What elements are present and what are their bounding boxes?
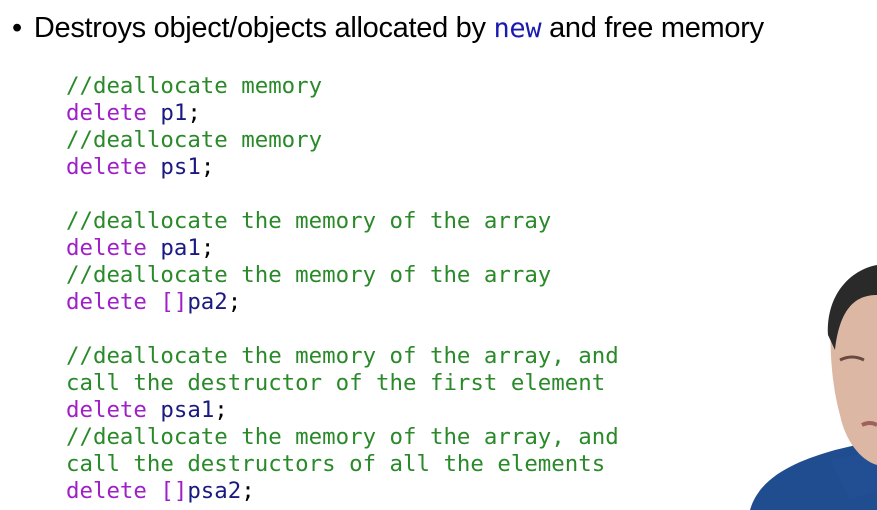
code-line: delete []pa2;	[66, 289, 619, 316]
code-line: delete pa1;	[66, 235, 619, 262]
bullet-text-after: and free memory	[541, 12, 764, 44]
code-token-ident: pa1	[160, 235, 201, 261]
code-token-comment: call the destructor of the first element	[66, 370, 606, 396]
slide-bullet: • Destroys object/objects allocated by ne…	[12, 12, 764, 45]
code-line: delete psa1;	[66, 397, 619, 424]
code-line: //deallocate the memory of the array, an…	[66, 424, 619, 451]
code-token-punct: ;	[214, 397, 228, 423]
code-token-ident: pa2	[187, 289, 228, 315]
code-token-comment: //deallocate the memory of the array	[66, 262, 552, 288]
code-line: call the destructors of all the elements	[66, 451, 619, 478]
code-token-keyword: delete	[66, 397, 147, 423]
code-token-keyword: delete	[66, 100, 147, 126]
code-token-punct: ;	[187, 100, 201, 126]
code-line: delete ps1;	[66, 154, 619, 181]
code-token-ident: p1	[160, 100, 188, 126]
code-token-punct	[147, 100, 160, 126]
code-line	[66, 181, 619, 208]
code-token-comment: //deallocate memory	[66, 73, 323, 99]
code-token-keyword: delete	[66, 235, 147, 261]
code-token-punct	[147, 235, 160, 261]
code-token-comment: //deallocate the memory of the array	[66, 208, 552, 234]
code-token-comment: call the destructors of all the elements	[66, 451, 606, 477]
bullet-code-word: new	[493, 13, 542, 44]
code-token-punct	[147, 397, 160, 423]
code-line: delete []psa2;	[66, 478, 619, 505]
code-token-keyword: delete []	[66, 289, 188, 315]
code-line: call the destructor of the first element	[66, 370, 619, 397]
code-token-keyword: delete	[66, 154, 147, 180]
code-token-punct: ;	[241, 478, 255, 504]
code-token-ident: psa1	[160, 397, 215, 423]
code-token-punct: ;	[200, 235, 215, 261]
code-line	[66, 316, 619, 343]
code-token-ident: psa2	[187, 478, 242, 504]
code-token-keyword: delete []	[66, 478, 188, 504]
code-token-comment: //deallocate the memory of the array, an…	[66, 424, 619, 450]
code-token-comment: //deallocate the memory of the array, an…	[66, 343, 619, 369]
code-line: //deallocate the memory of the array	[66, 208, 619, 235]
code-line: delete p1;	[66, 100, 619, 127]
code-token-comment: //deallocate memory	[66, 127, 323, 153]
code-token-punct: ;	[227, 289, 242, 315]
code-token-ident: ps1	[160, 154, 201, 180]
presenter-video	[750, 265, 877, 510]
code-token-punct	[147, 154, 160, 180]
code-line: //deallocate memory	[66, 127, 619, 154]
code-line: //deallocate memory	[66, 73, 619, 100]
code-line: //deallocate the memory of the array	[66, 262, 619, 289]
code-token-punct: ;	[200, 154, 215, 180]
code-line: //deallocate the memory of the array, an…	[66, 343, 619, 370]
bullet-dot-icon: •	[12, 12, 22, 44]
bullet-text-before: Destroys object/objects allocated by	[33, 12, 494, 44]
